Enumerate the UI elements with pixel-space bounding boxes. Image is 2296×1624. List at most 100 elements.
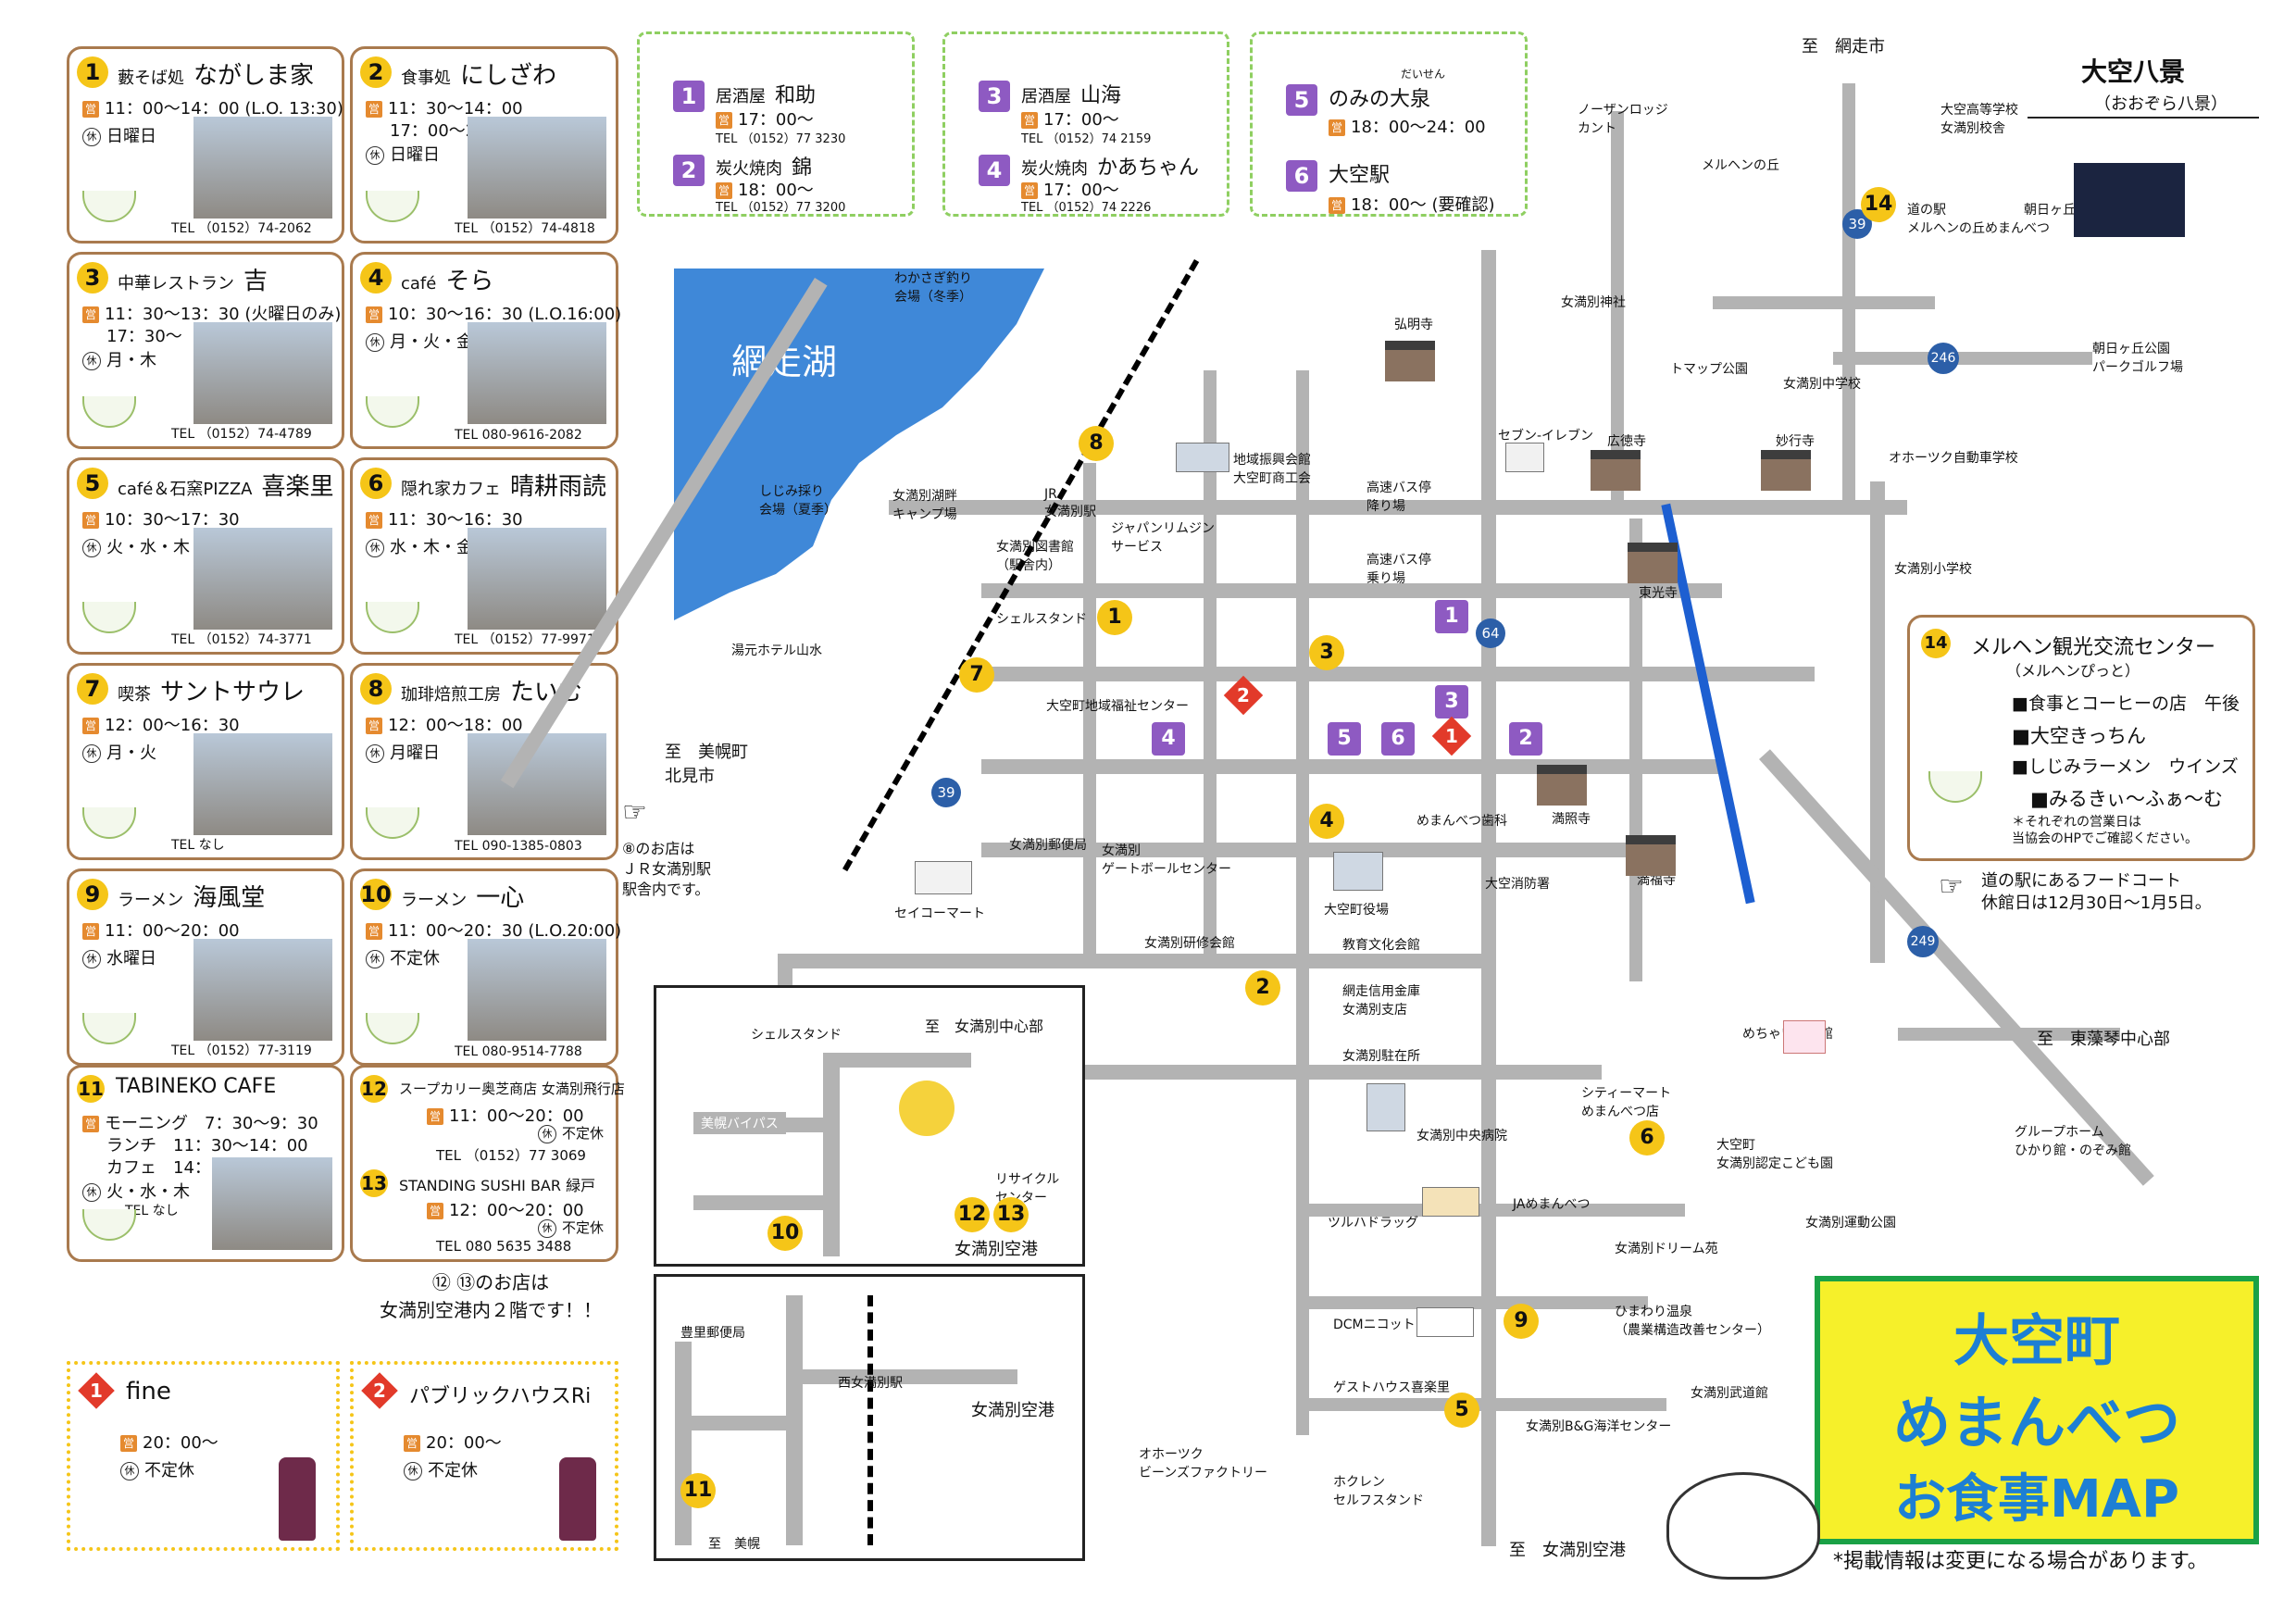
number-badge: 10: [360, 879, 392, 910]
map-izakaya-pin-3[interactable]: 3: [1435, 685, 1468, 718]
shop-photo: [193, 733, 332, 835]
tel-12: TEL （0152）77 3069: [436, 1147, 586, 1164]
temple-icon: [1591, 450, 1641, 491]
map-pin-6[interactable]: 6: [1629, 1120, 1665, 1156]
label-bg-center: 女満別B&G海洋センター: [1526, 1419, 1672, 1434]
inset-to-center: 至 女満別中心部: [925, 1018, 1044, 1035]
sunflower-icon: [899, 1081, 955, 1136]
inset-map-nishimemanbetsu: 豊里郵便局 西女満別駅 女満別空港 至 美幌 11: [654, 1274, 1085, 1561]
number-badge: 9: [77, 879, 108, 910]
restaurant-name: ながしま家: [193, 62, 315, 90]
rice-bowl-icon: [366, 807, 419, 839]
info-item: ■しじみラーメン ウインズ: [2012, 756, 2239, 777]
closed-icon: 休: [82, 539, 101, 557]
seicomart-icon: [915, 861, 972, 894]
info-item: ■大空きっちん: [2012, 725, 2147, 747]
label-ja: JAめまんべつ: [1513, 1197, 1591, 1212]
restaurant-genre: café＆石窯PIZZA: [118, 480, 253, 499]
road: [889, 500, 1907, 515]
label-hokuren: ホクレン セルフスタンド: [1333, 1475, 1424, 1508]
restaurant-title: 隠れ家カフェ晴耕雨読: [401, 468, 606, 502]
rice-bowl-icon: [82, 191, 136, 222]
map-izakaya-pin-6[interactable]: 6: [1381, 722, 1415, 756]
map-izakaya-pin-2[interactable]: 2: [1509, 722, 1542, 756]
map-pin-7[interactable]: 7: [959, 657, 994, 693]
map-izakaya-pin-1[interactable]: 1: [1435, 600, 1468, 633]
label-camp: 女満別湖畔 キャンプ場: [892, 489, 957, 522]
closed-days: 日曜日: [106, 127, 156, 146]
inset2-to-bihoro: 至 美幌: [708, 1537, 760, 1552]
label-koumyo-ji: 弘明寺: [1394, 318, 1433, 332]
bar-name: パブリックハウスRi: [409, 1385, 592, 1408]
inset-pin-10[interactable]: 10: [767, 1216, 803, 1251]
restaurant-title: café そら: [401, 262, 493, 296]
temple-icon: [1626, 835, 1676, 876]
direction-airport: 至 女満別空港: [1509, 1541, 1626, 1560]
road: [1296, 1296, 1648, 1309]
map-bar-pin-1[interactable]: 1: [1431, 716, 1472, 756]
number-badge: 7: [77, 673, 108, 705]
label-library: 女満別図書館 （駅舎内）: [996, 540, 1074, 573]
restaurant-genre: 隠れ家カフェ: [401, 480, 501, 499]
restaurant-name: そら: [445, 268, 494, 295]
label-seven-eleven: セブン-イレブン: [1498, 429, 1594, 443]
title-line-3: お食事MAP: [1893, 1469, 2180, 1530]
road-east: [1870, 481, 1885, 963]
restaurant-name: TABINEKO CAFE: [116, 1075, 277, 1098]
restaurant-genre: café: [401, 274, 437, 294]
restaurant-title: 中華レストラン吉: [118, 262, 268, 296]
map-pin-5[interactable]: 5: [1444, 1393, 1479, 1428]
number-badge-12: 12: [360, 1075, 388, 1103]
izakaya-name: 山海: [1080, 84, 1122, 107]
map-izakaya-pin-4[interactable]: 4: [1152, 722, 1185, 756]
road: [981, 583, 1722, 598]
road: [1713, 296, 1935, 309]
inset-pin-12[interactable]: 12: [955, 1197, 990, 1232]
inset-pin-13[interactable]: 13: [993, 1197, 1029, 1232]
label-guesthouse: ゲストハウス喜楽里: [1333, 1380, 1450, 1395]
izakaya-number: 2: [673, 155, 705, 186]
label-dream: 女満別ドリーム苑: [1615, 1242, 1718, 1256]
number-badge: 1: [77, 56, 108, 88]
restaurant-genre: 食事処: [401, 69, 451, 88]
road: [1083, 1065, 1602, 1080]
bar-name: fine: [126, 1378, 171, 1405]
label-japan-limousine: ジャパンリムジン サービス: [1111, 521, 1215, 555]
map-pin-4[interactable]: 4: [1309, 804, 1344, 839]
restaurant-name: サントサウレ: [160, 679, 306, 706]
map-pin-1[interactable]: 1: [1097, 600, 1132, 635]
izakaya-hours: 18：00～: [738, 181, 814, 200]
rice-bowl-icon: [1928, 771, 1982, 803]
children-center-icon: [1783, 1020, 1826, 1054]
map-pin-8[interactable]: 8: [1079, 426, 1114, 461]
title-line-2: めまんべつ: [1892, 1389, 2180, 1456]
closed-icon: 休: [366, 539, 384, 557]
bar-number: 2: [361, 1372, 398, 1409]
hours-morning: モーニング 7：30～9：30: [105, 1114, 318, 1133]
tel: TEL なし: [171, 838, 225, 853]
hours-lunch: ランチ 11：30～14：00: [106, 1136, 308, 1156]
map-pin-2[interactable]: 2: [1245, 970, 1280, 1006]
lake-abashiri: [674, 269, 1044, 620]
map-bar-pin-2[interactable]: 2: [1223, 675, 1264, 716]
label-kyoiku: 教育文化会館: [1342, 938, 1420, 953]
temple-icon: [1537, 765, 1587, 806]
disclaimer: *掲載情報は変更になる場合があります。: [1833, 1550, 2208, 1573]
closed-days: 月曜日: [390, 743, 440, 763]
rice-bowl-icon: [366, 602, 419, 633]
map-izakaya-pin-5[interactable]: 5: [1328, 722, 1361, 756]
label-elementary: 女満別小学校: [1894, 562, 1972, 577]
title-box: 大空町 めまんべつ お食事MAP: [1815, 1276, 2259, 1544]
restaurant-name: 一心: [476, 884, 525, 912]
map-pin-3[interactable]: 3: [1309, 635, 1344, 670]
map-pin-9[interactable]: 9: [1504, 1304, 1539, 1339]
inset-pin-11[interactable]: 11: [680, 1473, 716, 1508]
tel: TEL （0152）74-3771: [171, 632, 312, 647]
label-jr-station: JR 女満別駅: [1044, 487, 1096, 519]
map-pin-14[interactable]: 14: [1861, 187, 1896, 222]
home-center-icon: [1416, 1307, 1474, 1337]
label-gateball: 女満別 ゲートボールセンター: [1102, 843, 1231, 877]
rice-bowl-icon: [82, 1013, 136, 1044]
inset-airport: 女満別空港: [955, 1240, 1038, 1259]
